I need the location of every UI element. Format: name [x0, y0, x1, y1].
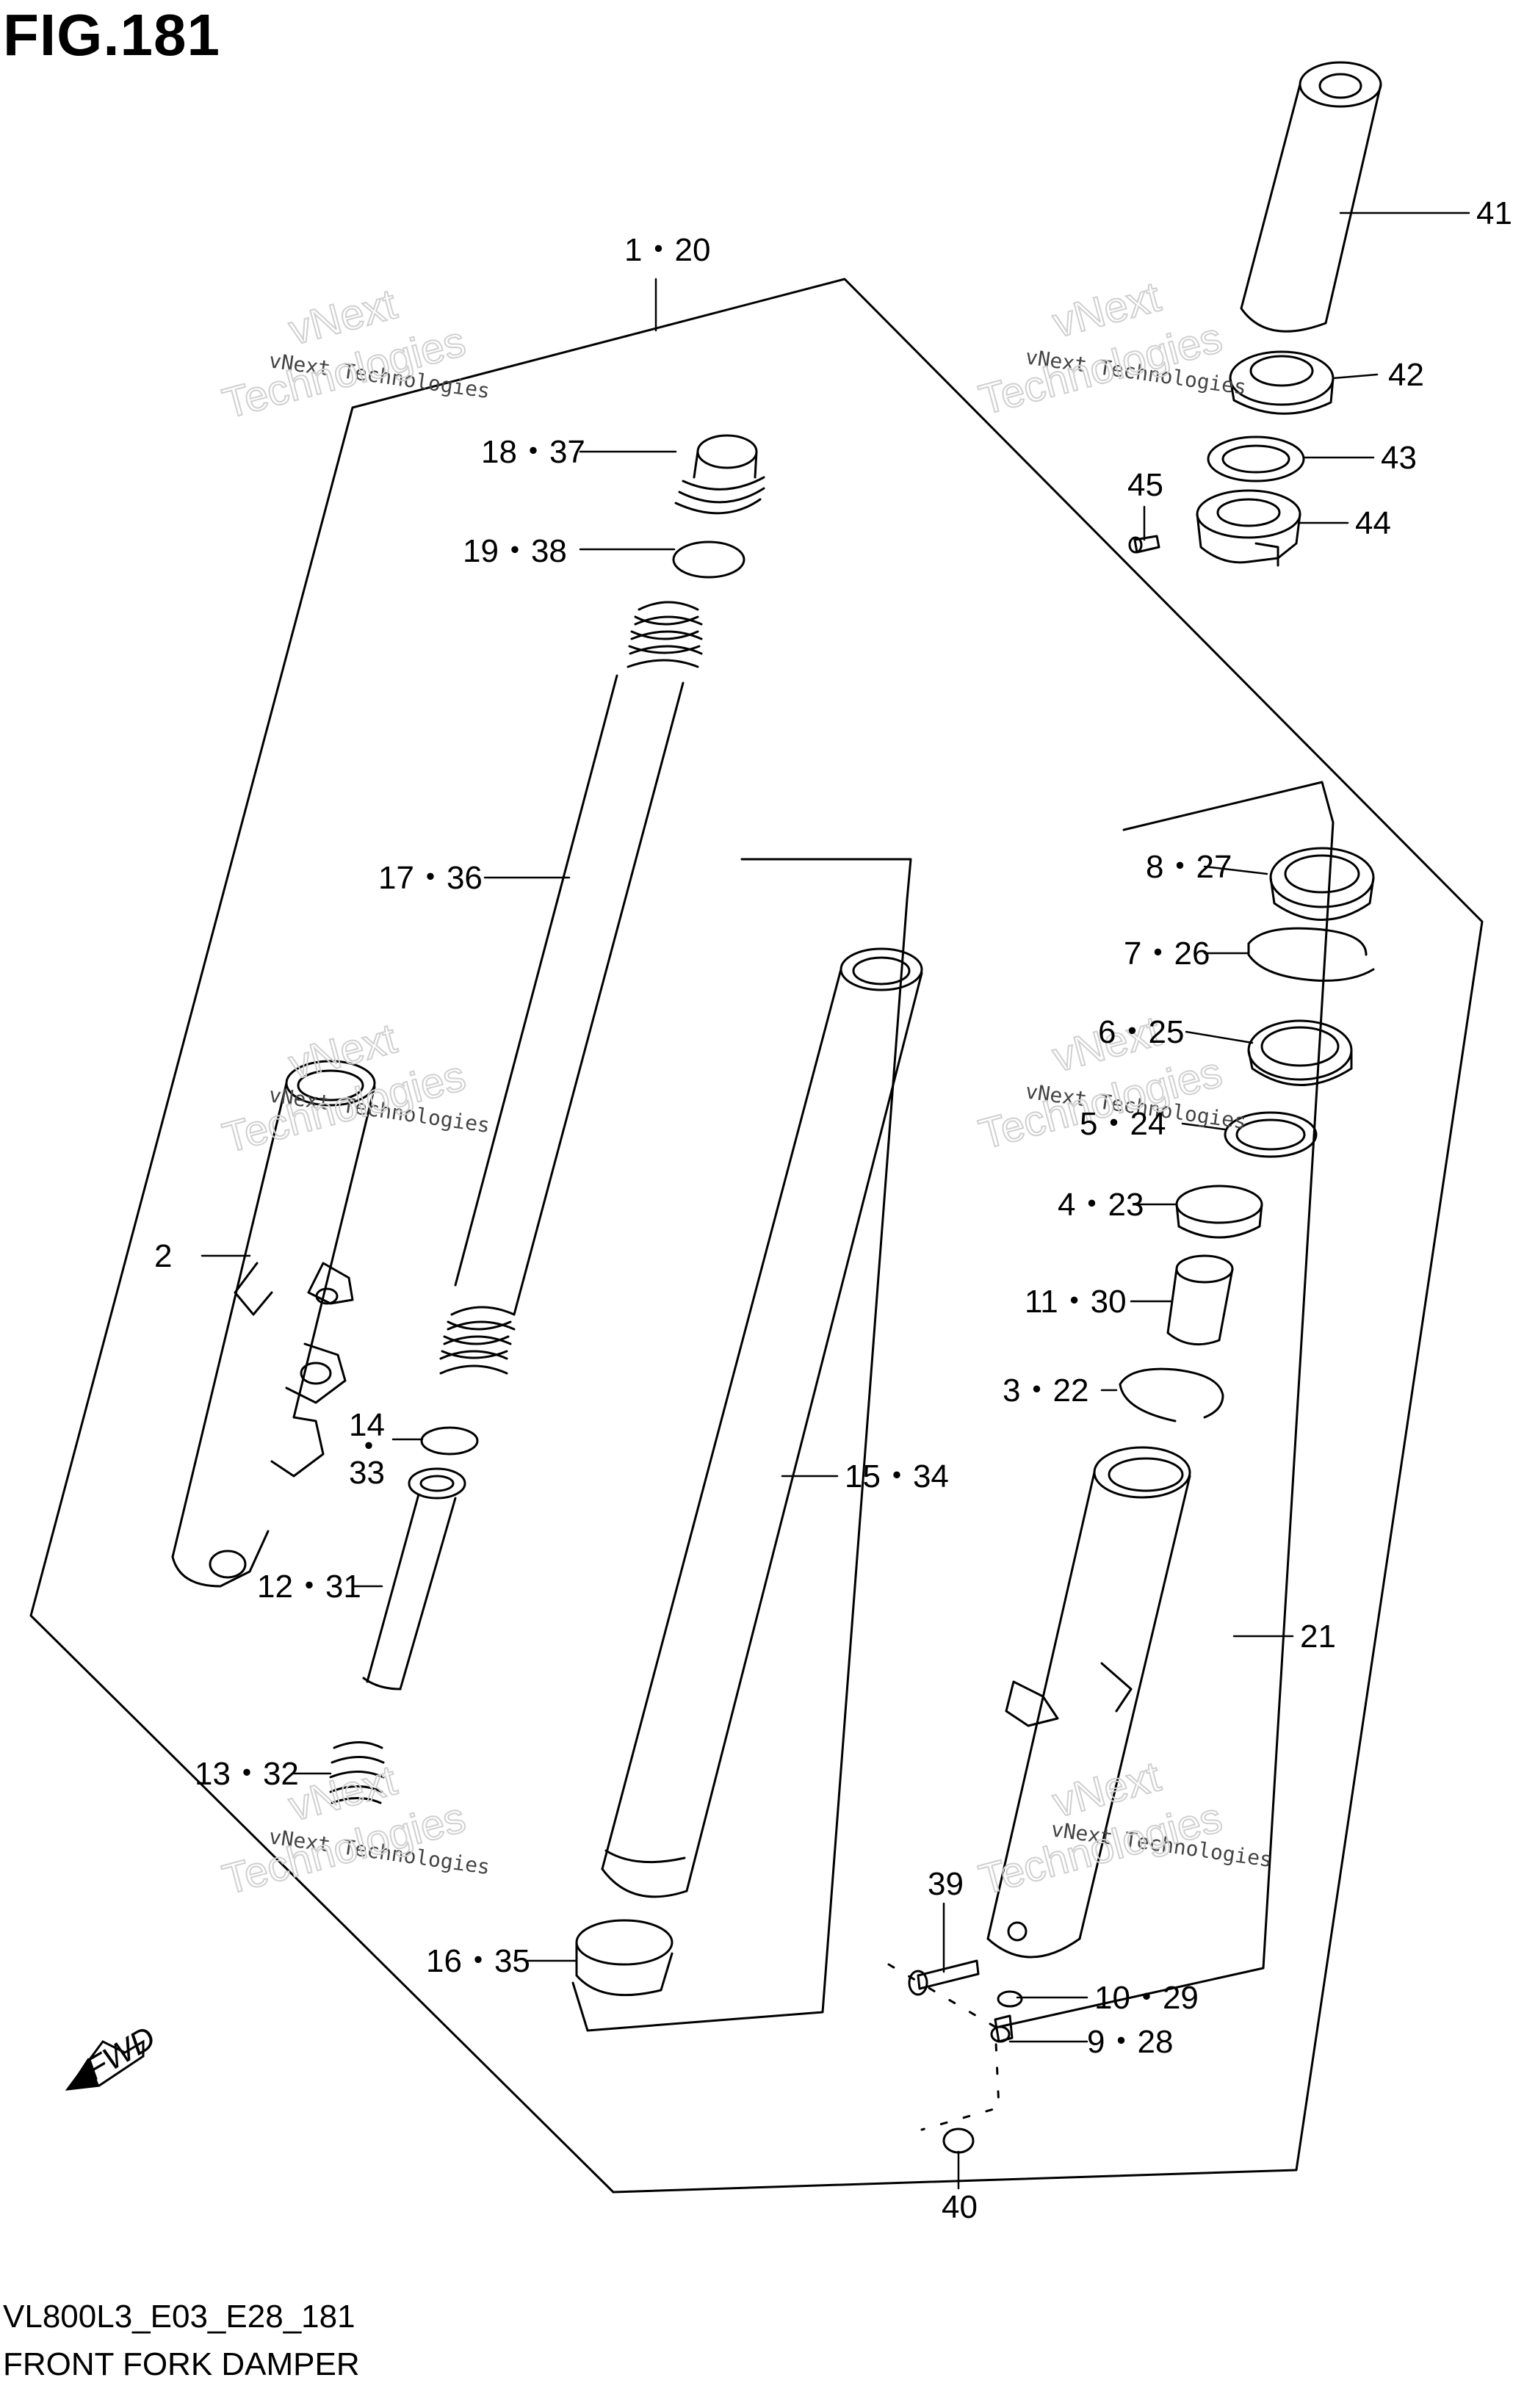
seal-washer-part — [1224, 1111, 1318, 1158]
clamp-screw-part — [1128, 535, 1160, 554]
label-part-42: 42 — [1388, 357, 1424, 393]
label-part-7-26: 7・26 — [1124, 936, 1210, 972]
label-part-11-30: 11・30 — [1025, 1284, 1127, 1320]
figure-name: FRONT FORK DAMPER — [3, 2346, 360, 2382]
label-part-10-29: 10・29 — [1094, 1980, 1199, 2016]
label-part-18-37: 18・37 — [481, 434, 585, 470]
guide-bushing-part — [1175, 1185, 1263, 1239]
label-part-40: 40 — [942, 2189, 978, 2225]
right-group-outline — [997, 781, 1335, 2028]
label-part-3-22: 3・22 — [1003, 1373, 1088, 1409]
label-part-9-28: 9・28 — [1087, 2024, 1173, 2060]
cover-tube-part — [1240, 61, 1382, 333]
bolt-group-outline — [887, 1963, 1000, 2131]
rebound-spring-part — [329, 1741, 385, 1804]
inner-tube-part — [601, 947, 923, 1898]
label-part-33: 33 — [349, 1455, 385, 1491]
o-ring-part — [672, 540, 745, 579]
inner-rod-part — [362, 1467, 466, 1691]
figure-code: VL800L3_E03_E28_181 — [3, 2299, 355, 2335]
assembly-outline — [29, 278, 1484, 2194]
label-part-12-31: 12・31 — [257, 1569, 361, 1605]
label-part-21: 21 — [1300, 1619, 1336, 1655]
fwd-arrow-icon: FWD — [65, 2020, 162, 2091]
outer-tube-left-part — [171, 1060, 376, 1588]
stopper-ring-part — [1119, 1367, 1224, 1422]
label-part-17-36: 17・36 — [378, 860, 483, 896]
label-part-15-34: 15・34 — [845, 1458, 949, 1494]
label-part-43: 43 — [1381, 440, 1417, 476]
dust-seal-part — [1269, 847, 1375, 921]
axle-bolt-part — [908, 1959, 980, 1996]
label-part-16-35: 16・35 — [426, 1943, 530, 1979]
label-part-45: 45 — [1127, 467, 1163, 503]
label-part-8-27: 8・27 — [1146, 849, 1232, 885]
label-part-6-25: 6・25 — [1098, 1014, 1184, 1050]
tube-group-outline — [571, 858, 912, 2032]
label-part-44: 44 — [1355, 505, 1391, 541]
damper-rod-part — [439, 601, 703, 1375]
clamp-part — [1196, 489, 1301, 567]
label-part-2: 2 — [154, 1238, 172, 1274]
watermark: vNext Technologies Technologies vNext vN… — [217, 272, 1274, 1904]
drain-bolt-part — [990, 2014, 1014, 2043]
label-part-1-20: 1・20 — [624, 232, 710, 268]
label-part-14-dot: ・ — [353, 1429, 385, 1465]
label-part-5-24: 5・24 — [1080, 1106, 1166, 1142]
washer-part — [1207, 435, 1305, 482]
fwd-label: FWD — [80, 2020, 162, 2088]
label-part-41: 41 — [1476, 195, 1512, 231]
bushing-lower-part — [575, 1919, 674, 1997]
axle-cap-part — [942, 2127, 975, 2154]
part-labels: 1・20 41 42 43 44 45 18・37 19・38 17・36 2 … — [154, 195, 1512, 2225]
snap-ring-part — [1247, 927, 1375, 982]
outer-tube-right-part — [986, 1446, 1191, 1959]
oil-lock-piece-part — [1166, 1254, 1234, 1346]
figure-title: FIG.181 — [3, 2, 221, 68]
label-part-14: 14 — [349, 1407, 385, 1443]
gasket-part — [997, 1990, 1023, 2008]
label-part-39: 39 — [928, 1866, 964, 1902]
label-part-4-23: 4・23 — [1058, 1187, 1144, 1223]
label-part-19-38: 19・38 — [463, 533, 567, 569]
label-part-13-32: 13・32 — [195, 1756, 299, 1792]
cap-bolt-part — [674, 434, 765, 515]
small-ring-part — [420, 1426, 479, 1456]
oil-seal-part — [1247, 1019, 1353, 1086]
leader-lines — [201, 211, 1470, 2190]
